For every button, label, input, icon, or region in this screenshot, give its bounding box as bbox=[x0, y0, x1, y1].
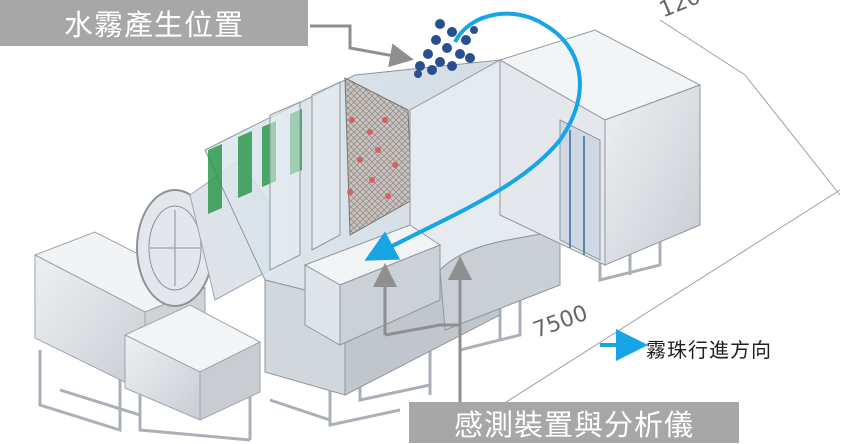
mist-position-label: 水霧產生位置 bbox=[0, 0, 308, 46]
lower-box bbox=[123, 304, 262, 421]
flow-direction-arrow bbox=[364, 11, 582, 261]
sensor-callout-link bbox=[384, 323, 460, 337]
mist-position-callout bbox=[310, 24, 414, 68]
flow-direction-legend: 霧珠行進方向 bbox=[646, 338, 772, 362]
outlet-chamber bbox=[498, 29, 702, 266]
red-particles bbox=[347, 117, 398, 199]
glass-panes bbox=[269, 81, 341, 271]
mist-droplets bbox=[414, 19, 478, 78]
sensing-devices-label: 感測裝置與分析儀 bbox=[409, 402, 739, 443]
